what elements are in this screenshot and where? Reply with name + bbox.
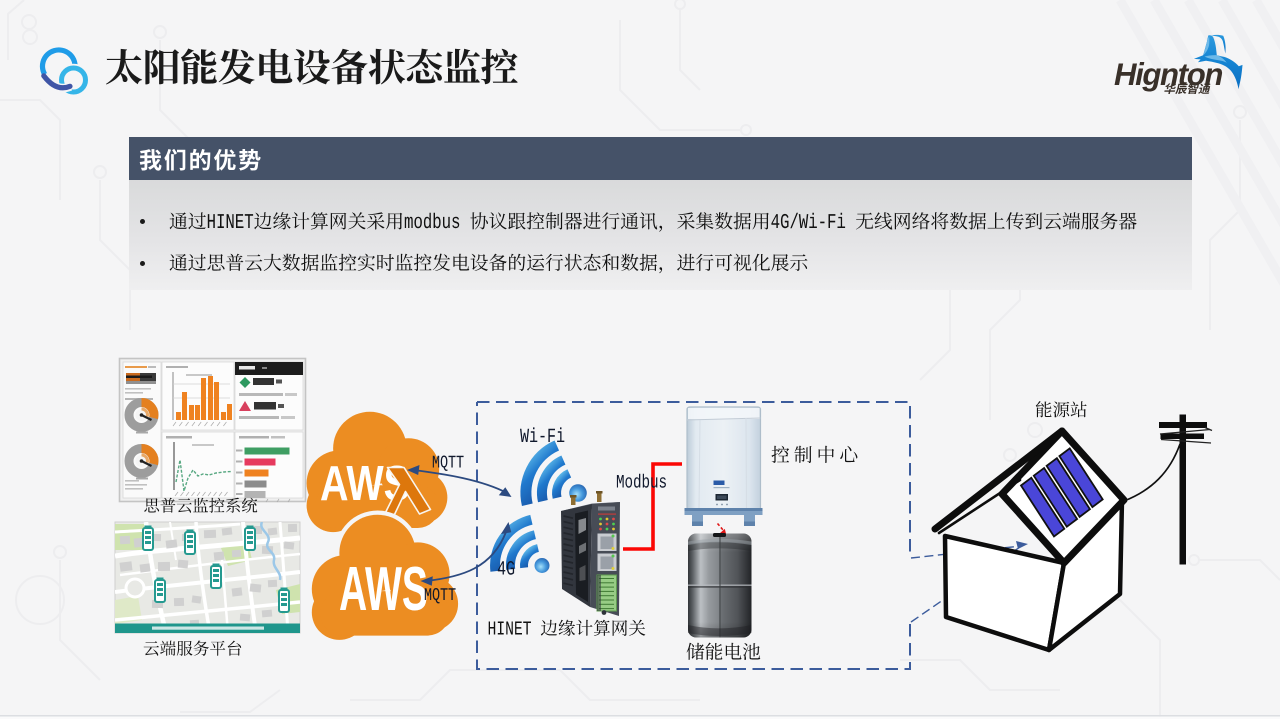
svg-text:Hignton: Hignton — [1114, 56, 1222, 92]
svg-text:AWS: AWS — [339, 555, 428, 624]
